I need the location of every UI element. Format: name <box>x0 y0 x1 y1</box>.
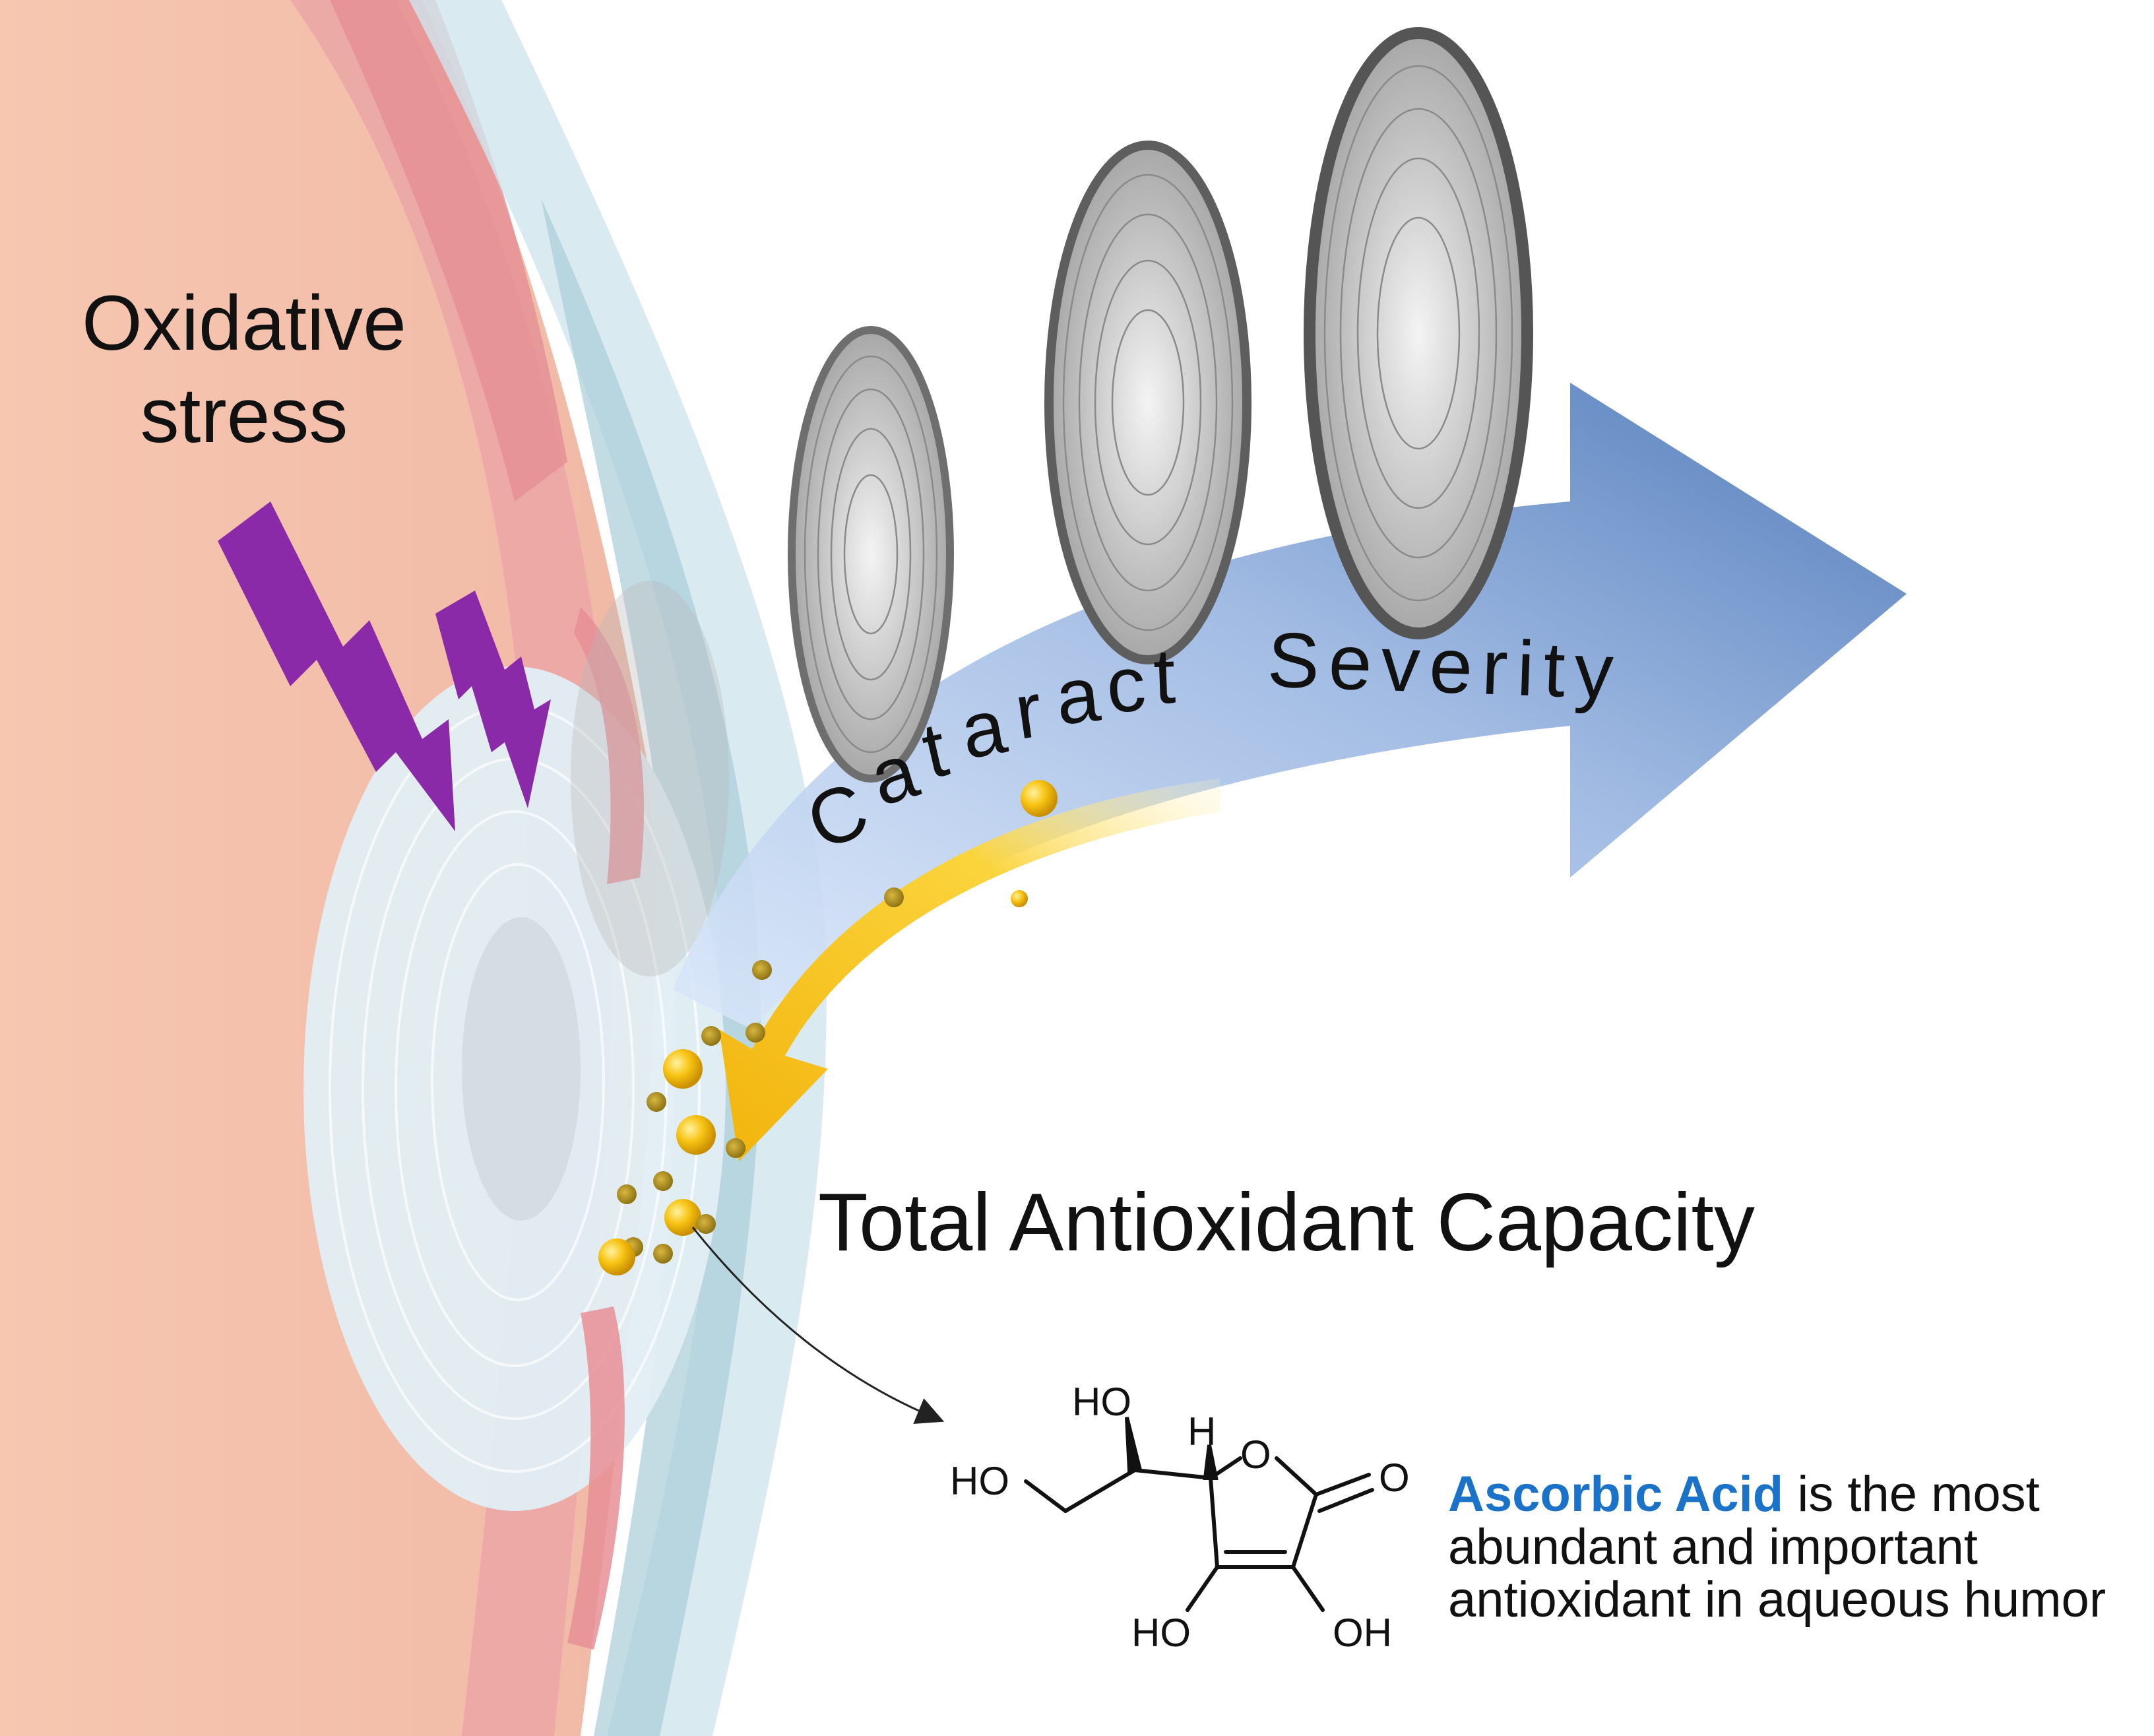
description-line2: abundant and important <box>1448 1519 1978 1575</box>
ciliary-muscle <box>330 0 567 501</box>
description-line3: antioxidant in aqueous humor <box>1448 1572 2106 1628</box>
cataract-lens-severe <box>1304 27 1533 639</box>
atom-o-carbonyl: O <box>1379 1456 1410 1500</box>
total-antioxidant-capacity-label: Total Antioxidant Capacity <box>818 1177 1755 1268</box>
arc-letter: a <box>1052 651 1104 742</box>
pointer-arrow <box>691 1227 945 1424</box>
iris <box>574 607 644 884</box>
atom-ho-left: HO <box>950 1459 1009 1503</box>
bond <box>1317 1488 1374 1513</box>
oxidative-label-line2: stress <box>141 372 348 459</box>
atom-o-ring: O <box>1240 1432 1271 1477</box>
bond <box>1275 1456 1318 1496</box>
antioxidant-arrow <box>719 779 1220 1161</box>
oxidative-stress-lightning <box>218 501 551 831</box>
ghost-lens <box>571 581 729 977</box>
bond <box>1186 1565 1219 1612</box>
iris-lower <box>567 1306 625 1650</box>
severity-label: Severity <box>1266 616 1624 716</box>
arc-letter: t <box>1152 633 1176 721</box>
ascorbic-acid-structure <box>1024 1417 1374 1612</box>
molecule-atom-labels: HO HO H O O HO OH <box>950 1380 1410 1655</box>
bond <box>1024 1479 1067 1513</box>
highlight-ascorbic-acid: Ascorbic Acid <box>1448 1466 1783 1522</box>
lightning-bolt-icon <box>218 501 455 831</box>
bond <box>1209 1456 1242 1480</box>
ascorbic-acid-description: Ascorbic Acid is the most abundant and i… <box>1448 1466 2106 1628</box>
antioxidant-beads <box>598 780 1058 1275</box>
lens-nucleus <box>462 917 581 1221</box>
aqueous-chamber <box>541 198 761 1736</box>
arc-letter: c <box>1104 640 1149 730</box>
cataract-lens-moderate <box>1044 141 1251 664</box>
bond <box>1209 1476 1219 1569</box>
eye-anatomy <box>0 0 827 1736</box>
bond <box>1063 1468 1137 1513</box>
bond <box>1133 1468 1213 1480</box>
description-line1: Ascorbic Acid is the most <box>1448 1466 2040 1522</box>
lightning-bolt-icon <box>435 591 551 808</box>
bond <box>1291 1493 1318 1569</box>
cataract-lens-mild <box>788 326 954 783</box>
bond <box>1314 1473 1371 1496</box>
oxidative-label-line1: Oxidative <box>82 280 406 367</box>
bond <box>1291 1565 1325 1612</box>
atom-ho-top: HO <box>1072 1380 1131 1424</box>
wedge-bond <box>1125 1417 1143 1472</box>
atom-ho-bottom: HO <box>1131 1611 1191 1655</box>
atom-oh-bottom: OH <box>1333 1611 1392 1655</box>
description-line1-rest: is the most <box>1783 1466 2040 1522</box>
atom-h: H <box>1188 1409 1216 1454</box>
